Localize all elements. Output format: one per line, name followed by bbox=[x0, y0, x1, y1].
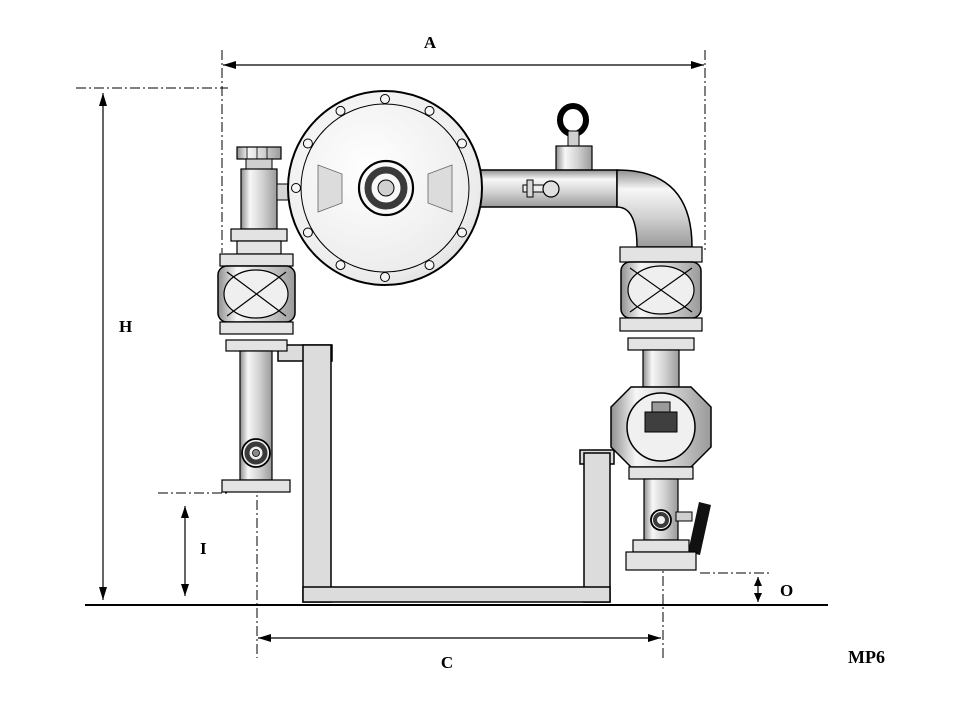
pump-eye-center bbox=[377, 179, 395, 197]
arrowhead bbox=[754, 593, 762, 602]
flange bbox=[225, 339, 288, 352]
bolt bbox=[380, 94, 390, 104]
valve-flange-bottom bbox=[219, 321, 294, 335]
frame-bottom bbox=[302, 586, 611, 603]
motor-cap bbox=[236, 146, 282, 160]
bolt bbox=[335, 260, 346, 271]
bolt bbox=[424, 105, 435, 116]
bolt bbox=[302, 227, 313, 238]
bolt bbox=[424, 260, 435, 271]
clamp-right bbox=[427, 164, 453, 213]
arrowhead bbox=[223, 61, 236, 69]
dimension-a: A bbox=[221, 33, 706, 253]
arrowhead bbox=[99, 587, 107, 600]
arrowhead bbox=[648, 634, 661, 642]
petcock-handle bbox=[522, 184, 546, 193]
discharge-pipe bbox=[454, 169, 693, 248]
sight-glass-ring bbox=[244, 441, 268, 465]
motor-body bbox=[240, 168, 278, 230]
flange bbox=[619, 246, 703, 263]
clamp-left bbox=[317, 164, 343, 213]
pump-housing bbox=[287, 90, 483, 286]
flange bbox=[627, 337, 695, 351]
dimension-c: C bbox=[256, 482, 664, 672]
vent-valve bbox=[555, 103, 593, 175]
dim-i-label: I bbox=[200, 539, 207, 558]
arrowhead bbox=[99, 93, 107, 106]
bolt bbox=[457, 138, 467, 149]
suction-end-flange bbox=[221, 479, 291, 493]
drain-port-ring bbox=[653, 512, 669, 528]
lever-hub bbox=[675, 511, 693, 522]
dimension-h: H bbox=[76, 87, 228, 600]
sight-glass-center bbox=[252, 449, 260, 457]
elbow bbox=[616, 169, 693, 248]
frame-right-leg bbox=[583, 452, 611, 603]
bolt bbox=[457, 227, 467, 238]
dim-h-label: H bbox=[119, 317, 132, 336]
flange bbox=[628, 466, 694, 480]
flange bbox=[632, 539, 690, 553]
arrowhead bbox=[691, 61, 704, 69]
valve-cross-line bbox=[629, 267, 693, 313]
dimension-o: O bbox=[700, 572, 793, 602]
flange bbox=[230, 228, 288, 242]
right-discharge-column bbox=[610, 246, 712, 571]
petcock-crossbar bbox=[526, 179, 534, 198]
bolt bbox=[302, 138, 313, 149]
flange bbox=[236, 240, 282, 255]
model-label: MP6 bbox=[848, 647, 885, 667]
frame-left-leg bbox=[302, 344, 332, 603]
base-frame bbox=[277, 344, 615, 603]
discharge-end-flange bbox=[625, 551, 697, 571]
pipe-segment bbox=[642, 349, 680, 388]
arrowhead bbox=[181, 506, 189, 518]
bolt bbox=[291, 183, 301, 193]
petcock-body bbox=[542, 180, 560, 198]
flange bbox=[619, 317, 703, 332]
bolt bbox=[380, 272, 390, 282]
bolt bbox=[335, 105, 346, 116]
valve-cross-line bbox=[226, 271, 287, 317]
arrowhead bbox=[754, 577, 762, 586]
motor-neck bbox=[245, 158, 273, 170]
dim-o-label: O bbox=[780, 581, 793, 600]
valve-flange-top bbox=[219, 253, 294, 267]
dim-a-label: A bbox=[424, 33, 437, 52]
arrowhead bbox=[181, 584, 189, 596]
arrowhead bbox=[258, 634, 271, 642]
dim-c-label: C bbox=[441, 653, 453, 672]
left-suction-line bbox=[217, 146, 300, 493]
vent-handwheel bbox=[557, 103, 589, 137]
check-valve-plug bbox=[644, 411, 678, 433]
pump-eye-ring bbox=[364, 166, 408, 210]
lever-handle bbox=[688, 502, 711, 555]
dimension-i: I bbox=[158, 492, 228, 596]
